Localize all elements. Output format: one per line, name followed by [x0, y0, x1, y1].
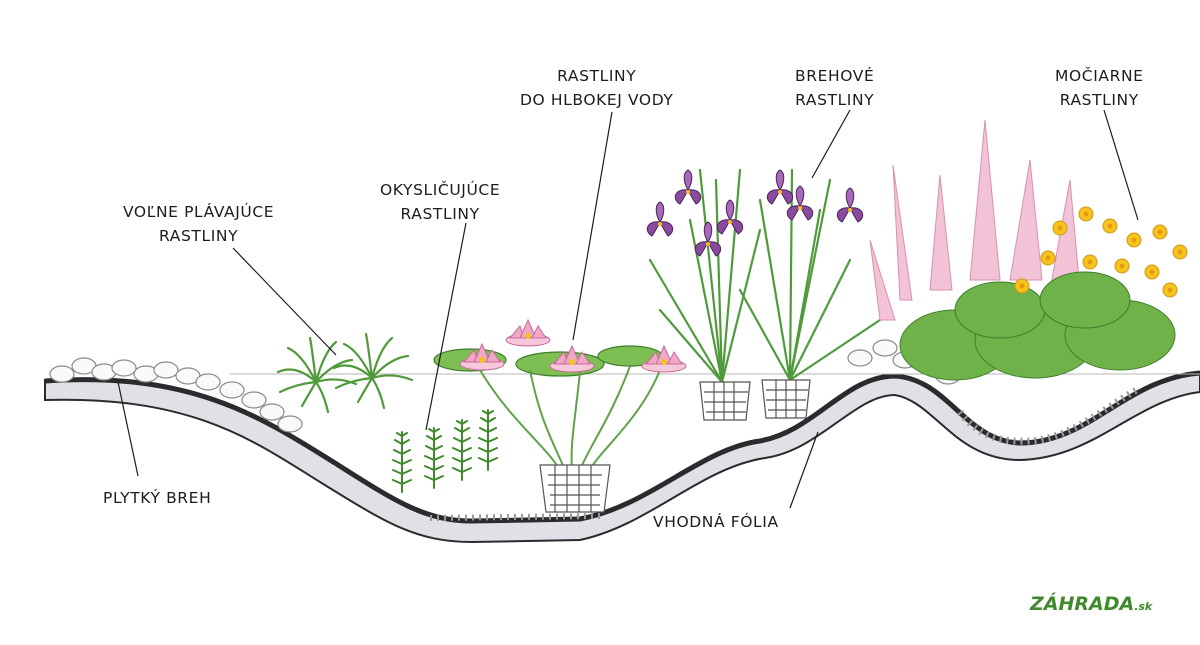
bank-plants: [646, 168, 882, 421]
callout-leader-lines: [117, 109, 1139, 509]
label-oxygenating-plants: OKYSLIČUJÚCE RASTLINY: [380, 181, 501, 223]
oxygenating-plants: [392, 409, 498, 493]
label-marsh-plants: MOČIARNE RASTLINY: [1055, 67, 1144, 109]
label-deep-water-plants: RASTLINY DO HLBOKEJ VODY: [520, 67, 674, 109]
planting-basket: [699, 379, 811, 421]
zahrada-logo: ZÁHRADA.sk: [1030, 593, 1152, 615]
label-floating-plants: VOĽNE PLÁVAJÚCE RASTLINY: [123, 203, 275, 245]
label-liner: VHODNÁ FÓLIA: [653, 513, 779, 531]
label-shallow-bank: PLYTKÝ BREH: [103, 489, 212, 507]
logo-suffix: .sk: [1134, 600, 1153, 613]
marsh-plants: [869, 119, 1188, 381]
deep-water-plants: [433, 319, 687, 513]
label-bank-plants: BREHOVÉ RASTLINY: [795, 67, 875, 109]
logo-main: ZÁHRADA: [1030, 593, 1135, 615]
planting-basket: [539, 464, 611, 513]
